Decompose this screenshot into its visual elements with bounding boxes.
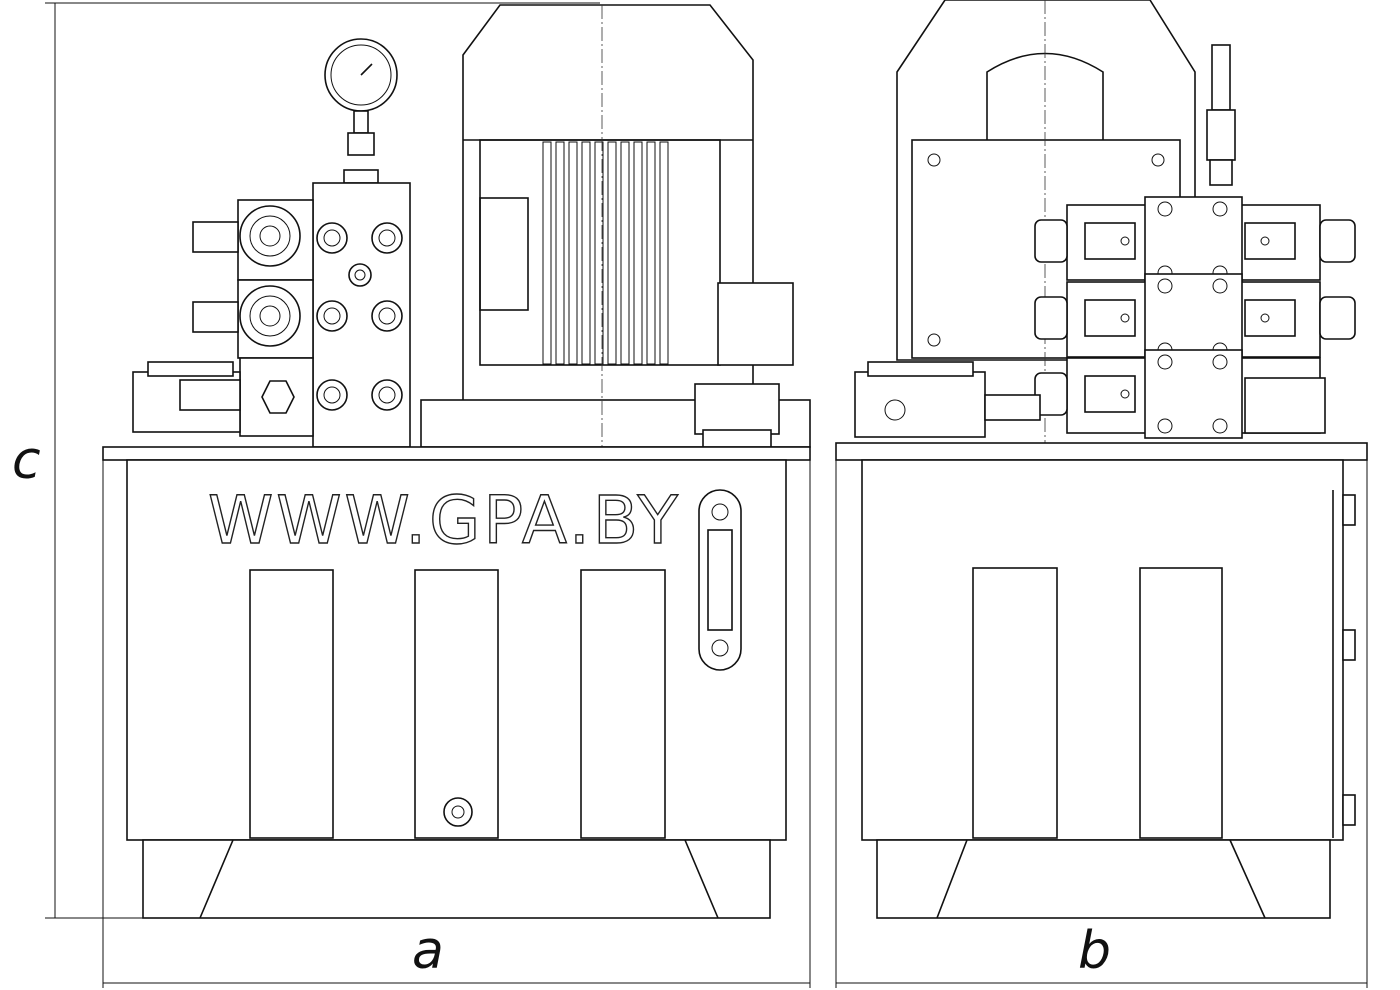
directional-valve-stack [1034,196,1356,439]
oil-tank-side [835,442,1368,919]
solenoid-knob [1319,296,1356,340]
cooling-fin [607,141,617,365]
manifold-port [316,222,348,254]
cooling-fin [594,141,604,365]
relief-valve [239,357,314,437]
junction-box [717,282,794,366]
filter-side [854,361,1041,438]
cooling-fin [542,141,552,365]
dimension-height: c [12,2,600,919]
brand-logo-text: WWW.GPA.BY [208,482,681,559]
cooling-fin [646,141,656,365]
cooling-fin [659,141,669,365]
front-view: WWW.GPA.BY [102,4,811,919]
manifold-port [316,300,348,332]
dimension-width-side: b [835,460,1368,988]
manifold-port [316,379,348,411]
cooling-fin [555,141,565,365]
oil-tank-front: WWW.GPA.BY [102,446,811,919]
cooling-fin [568,141,578,365]
manifold-port [371,379,403,411]
dimension-label-b: b [1078,921,1111,981]
oil-level-sight-glass [698,489,742,671]
solenoid-knob [1034,296,1068,340]
cooling-fin [620,141,630,365]
breather-cap [694,383,780,448]
manifold-port [371,222,403,254]
manifold-port [348,263,372,287]
pressure-gauge [324,38,398,184]
dimension-label-a: a [412,921,444,981]
filter-assembly [132,361,241,433]
solenoid-knob [1034,372,1068,416]
manifold-block [312,182,411,448]
solenoid-valve-upper [192,199,314,281]
drain-plug [443,797,473,827]
solenoid-valve-lower [192,279,314,359]
dimension-width-front: a [102,460,811,988]
dimension-label-c: c [12,431,41,491]
manifold-port [371,300,403,332]
gauge-side [1206,44,1236,186]
side-view [835,0,1368,919]
solenoid-knob [1319,219,1356,263]
cooling-fin [633,141,643,365]
cooling-fin [581,141,591,365]
solenoid-knob [1034,219,1068,263]
